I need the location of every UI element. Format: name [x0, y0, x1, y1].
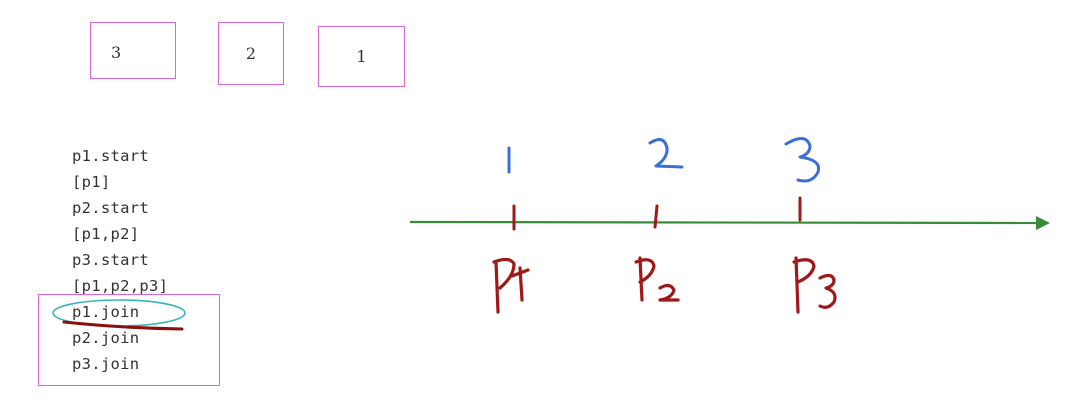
queue-box-2: 2 [218, 22, 284, 85]
queue-box-label: 3 [111, 43, 122, 62]
queue-box-label: 2 [245, 44, 257, 63]
code-line: p2.join [72, 329, 140, 347]
join-underline [62, 320, 184, 331]
handwritten-numeral-3 [784, 137, 821, 183]
handwritten-label-p3 [792, 256, 837, 314]
join-group-box [38, 294, 220, 386]
code-line: p1.join [72, 303, 140, 321]
code-line: p2.start [72, 199, 150, 217]
timeline-tick-2 [653, 204, 659, 229]
handwritten-label-p1 [492, 257, 530, 314]
queue-box-3: 3 [90, 22, 176, 79]
code-line: p1.start [72, 147, 150, 165]
code-line: [p1] [72, 173, 111, 191]
queue-box-1: 1 [318, 26, 405, 87]
code-listing: p1.start [p1] p2.start [p1,p2] p3.start … [72, 143, 168, 377]
handwritten-label-p2 [634, 256, 680, 302]
timeline-arrowhead [1036, 216, 1050, 230]
code-line: p3.join [72, 355, 140, 373]
handwritten-numeral-2 [648, 137, 684, 169]
queue-box-label: 1 [356, 47, 367, 66]
code-line: p3.start [72, 251, 150, 269]
code-line: [p1,p2,p3] [72, 277, 169, 295]
code-line: [p1,p2] [72, 225, 140, 243]
timeline-axis [409, 220, 1041, 225]
